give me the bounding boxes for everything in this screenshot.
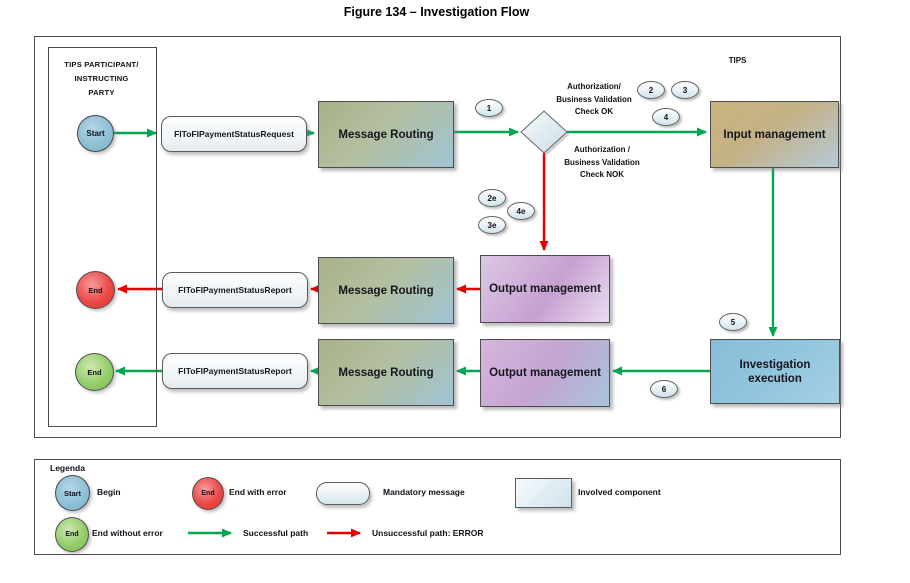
auth-check-ok-line2: Business Validation (556, 94, 632, 104)
legend-end-success-label: End without error (92, 528, 163, 538)
report-message-error-label: FIToFIPaymentStatusReport (178, 285, 292, 295)
participant-lane (48, 47, 157, 427)
report-message-success-pill: FIToFIPaymentStatusReport (162, 353, 308, 389)
legend-successful-path-label: Successful path (243, 528, 309, 538)
step-badge-4-label: 4 (663, 112, 669, 122)
end-error-node: End (76, 271, 115, 309)
request-message-pill: FIToFIPaymentStatusRequest (161, 116, 307, 152)
report-message-error-pill: FIToFIPaymentStatusReport (162, 272, 308, 308)
legend-end-error-label: End with error (229, 487, 287, 497)
auth-check-ok-label: Authorization/ Business Validation Check… (546, 81, 642, 119)
participant-lane-title: TIPS PARTICIPANT/ INSTRUCTING PARTY (50, 58, 153, 100)
message-routing-mid-box: Message Routing (318, 257, 454, 324)
end-success-node-label: End (87, 367, 102, 377)
tips-region-label: TIPS (728, 56, 747, 65)
investigation-execution-label: Investigation execution (739, 358, 811, 385)
step-badge-3e: 3e (478, 216, 506, 234)
legend-begin-symbol: Start (55, 475, 90, 511)
legend-begin-label: Begin (97, 487, 121, 497)
auth-check-nok-line2: Business Validation (564, 157, 640, 167)
output-management-mid-label: Output management (489, 283, 601, 295)
message-routing-mid-label: Message Routing (338, 284, 434, 297)
legend-mandatory-message-label: Mandatory message (383, 487, 465, 497)
legend-frame (34, 459, 841, 555)
input-management-box: Input management (710, 101, 839, 168)
participant-lane-title-line2: INSTRUCTING (74, 74, 129, 83)
step-badge-2: 2 (637, 81, 665, 99)
step-badge-4e: 4e (507, 202, 535, 220)
step-badge-6-label: 6 (661, 384, 667, 394)
legend-involved-component-label: Involved component (578, 487, 661, 497)
report-message-success-label: FIToFIPaymentStatusReport (178, 366, 292, 376)
auth-check-ok-line3: Check OK (574, 107, 614, 116)
legend-involved-component-symbol (515, 478, 572, 508)
legend-end-success-symbol: End (55, 517, 89, 552)
legend-end-error-symbol-label: End (201, 490, 215, 497)
message-routing-bottom-label: Message Routing (338, 366, 434, 379)
output-management-bottom-box: Output management (480, 339, 610, 407)
figure-title: Figure 134 – Investigation Flow (343, 5, 530, 19)
legend-end-success-symbol-label: End (65, 531, 79, 538)
end-error-node-label: End (88, 285, 103, 295)
request-message-label: FIToFIPaymentStatusRequest (174, 129, 294, 139)
step-badge-2-label: 2 (648, 85, 654, 95)
step-badge-3: 3 (671, 81, 699, 99)
step-badge-1: 1 (475, 99, 503, 117)
participant-lane-title-line1: TIPS PARTICIPANT/ (64, 60, 139, 69)
output-management-mid-box: Output management (480, 255, 610, 323)
message-routing-top-label: Message Routing (338, 128, 434, 141)
start-node: Start (77, 115, 114, 152)
auth-check-nok-line3: Check NOK (579, 170, 624, 179)
start-node-label: Start (86, 129, 105, 138)
step-badge-4e-label: 4e (516, 206, 526, 216)
step-badge-5-label: 5 (730, 317, 736, 327)
step-badge-4: 4 (652, 108, 680, 126)
step-badge-2e-label: 2e (487, 193, 497, 203)
output-management-bottom-label: Output management (489, 367, 601, 379)
auth-check-ok-line1: Authorization/ (567, 82, 621, 91)
step-badge-3e-label: 3e (487, 220, 497, 230)
legend-begin-symbol-label: Start (63, 488, 82, 498)
auth-check-nok-label: Authorization / Business Validation Chec… (552, 144, 652, 182)
step-badge-6: 6 (650, 380, 678, 398)
investigation-execution-box: Investigation execution (710, 339, 840, 404)
step-badge-3-label: 3 (682, 85, 688, 95)
legend-end-error-symbol: End (192, 477, 224, 510)
decision-diamond (520, 110, 568, 154)
legend-mandatory-message-symbol (316, 482, 370, 505)
legend-title: Legenda (50, 463, 85, 473)
step-badge-5: 5 (719, 313, 747, 331)
step-badge-2e: 2e (478, 189, 506, 207)
message-routing-top-box: Message Routing (318, 101, 454, 168)
end-success-node: End (75, 353, 114, 391)
step-badge-1-label: 1 (486, 103, 492, 113)
legend-unsuccessful-path-label: Unsuccessful path: ERROR (372, 528, 484, 538)
participant-lane-title-line3: PARTY (88, 88, 115, 97)
input-management-label: Input management (723, 128, 826, 141)
main-diagram-frame (34, 36, 841, 438)
auth-check-nok-line1: Authorization / (574, 145, 630, 154)
message-routing-bottom-box: Message Routing (318, 339, 454, 406)
